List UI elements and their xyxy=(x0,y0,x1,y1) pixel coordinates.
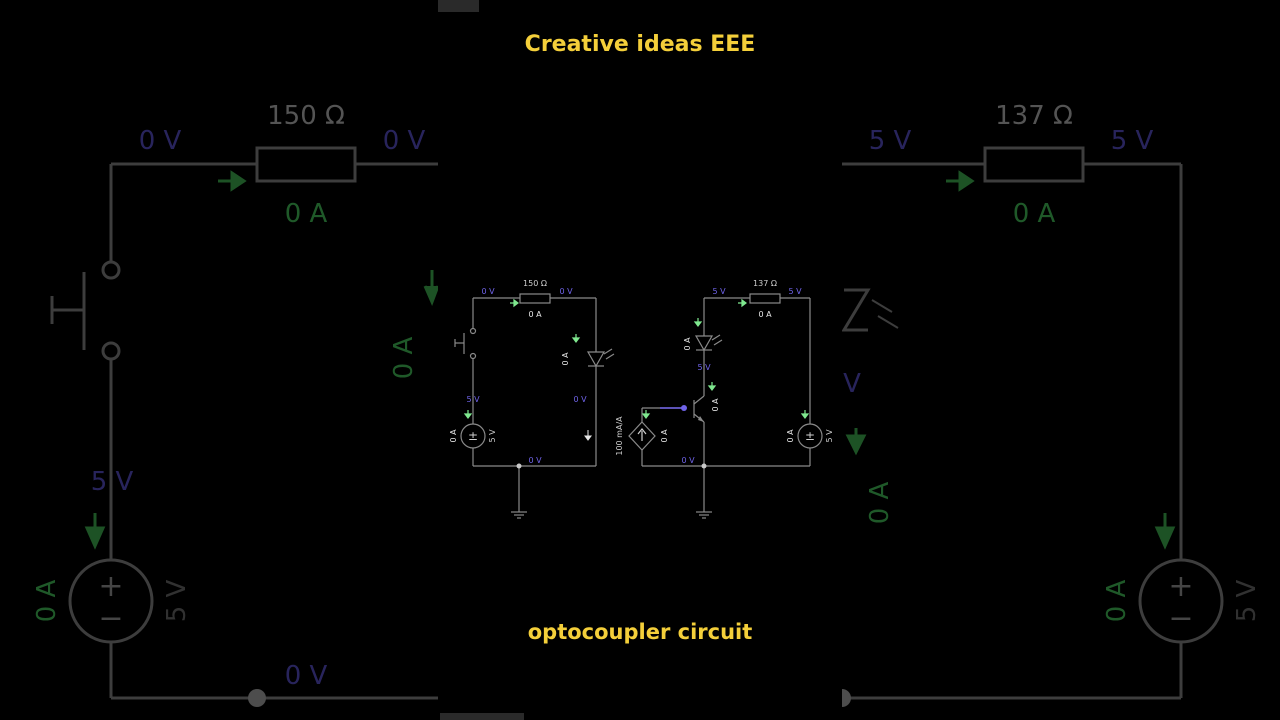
bg-current-arrow xyxy=(218,170,247,192)
source-voltage-label: 5 V xyxy=(825,429,834,443)
bg-current-label: 0 A xyxy=(1013,199,1056,229)
plus-minus-icon: ± xyxy=(468,429,478,443)
background-right-circuit: + − 137 Ω 0 A 5 V 5 V V 0 A 0 A 5 V xyxy=(842,101,1262,707)
node-voltage-label: 0 V xyxy=(573,395,587,404)
background-zoom-right: + − 137 Ω 0 A 5 V 5 V V 0 A 0 A 5 V xyxy=(842,0,1280,720)
plus-minus-icon: ± xyxy=(805,429,815,443)
led-current-label: 0 A xyxy=(561,352,570,366)
top-handle[interactable] xyxy=(438,0,479,12)
led-right-rays xyxy=(711,334,723,346)
node-voltage-label: 0 V xyxy=(481,287,495,296)
bg-voltage-label: 0 V xyxy=(285,661,328,691)
video-title: Creative ideas EEE xyxy=(524,32,756,57)
bg-resistor xyxy=(255,146,357,183)
bg-resistor-label: 150 Ω xyxy=(267,101,345,131)
bg-voltage-label: 5 V xyxy=(869,126,912,156)
background-left-circuit: + − 150 Ω 0 A 0 V 0 V 5 V 0 V 0 A 5 V 0 … xyxy=(32,101,438,707)
switch-terminal-bottom[interactable] xyxy=(469,352,477,360)
bg-plus-sign: + xyxy=(98,569,123,604)
bg-node xyxy=(248,689,266,707)
bg-voltage-label: 5 V xyxy=(91,467,134,497)
optical-link-node xyxy=(681,405,687,411)
current-source-gain-label: 100 mA/A xyxy=(615,416,624,456)
background-zoom-left: + − 150 Ω 0 A 0 V 0 V 5 V 0 V 0 A 5 V 0 … xyxy=(0,0,438,720)
resistor-150[interactable] xyxy=(519,293,551,304)
junction-node xyxy=(516,463,522,469)
current-arrow xyxy=(800,410,810,419)
transistor-current-label: 0 A xyxy=(711,398,720,412)
current-arrow xyxy=(463,410,473,419)
current-source-current-label: 0 A xyxy=(660,429,669,443)
led-right[interactable] xyxy=(694,335,714,352)
node-voltage-label: 5 V xyxy=(697,363,711,372)
bg-voltage-label: 0 V xyxy=(383,126,426,156)
bg-switch-terminal xyxy=(101,341,121,361)
bg-led-symbol xyxy=(842,288,871,332)
node-voltage-label: 5 V xyxy=(712,287,726,296)
resistor-current-label: 0 A xyxy=(758,310,772,319)
current-arrow xyxy=(641,410,651,419)
bg-source-voltage: 5 V xyxy=(162,579,192,622)
bg-resistor xyxy=(983,146,1085,183)
bg-edge-current: 0 A xyxy=(389,336,419,379)
node-voltage-label: 0 V xyxy=(559,287,573,296)
bg-current-label: 0 A xyxy=(285,199,328,229)
bottom-handle[interactable] xyxy=(440,713,524,720)
current-arrow xyxy=(707,382,717,391)
current-arrow xyxy=(510,298,519,308)
led-current-label: 0 A xyxy=(683,337,692,351)
bg-node xyxy=(842,689,851,707)
bg-current-arrow xyxy=(423,270,438,306)
switch-terminal-top[interactable] xyxy=(469,327,477,335)
current-arrow xyxy=(571,334,581,343)
bg-led-rays xyxy=(871,299,899,329)
bg-source-current: 0 A xyxy=(1102,579,1132,622)
source-voltage-label: 5 V xyxy=(488,429,497,443)
source-current-label: 0 A xyxy=(786,429,795,443)
bg-current-arrow xyxy=(845,428,867,456)
bg-current-arrow xyxy=(946,170,975,192)
node-voltage-label: 0 V xyxy=(681,456,695,465)
current-arrow xyxy=(693,318,703,327)
node-voltage-label: 5 V xyxy=(788,287,802,296)
node-voltage-label: 5 V xyxy=(466,395,480,404)
bg-source-voltage: 5 V xyxy=(1232,579,1262,622)
phototransistor-collector[interactable] xyxy=(693,395,705,405)
video-subtitle: optocoupler circuit xyxy=(527,620,753,644)
bg-voltage-label: 5 V xyxy=(1111,126,1154,156)
node-voltage-label: 0 V xyxy=(528,456,542,465)
led-left[interactable] xyxy=(586,351,606,368)
resistor-value-label: 150 Ω xyxy=(523,279,547,288)
optocoupler-schematic: ± 150 Ω 0 A 0 V 0 V 5 V 0 V 0 V 0 A 5 V … xyxy=(449,279,834,519)
up-arrow-icon xyxy=(637,428,647,441)
bg-edge-current: 0 A xyxy=(865,481,895,524)
bg-plus-sign: + xyxy=(1168,569,1193,604)
bg-resistor-label: 137 Ω xyxy=(995,101,1073,131)
bg-current-arrow xyxy=(84,513,106,550)
bg-current-arrow xyxy=(1154,513,1176,550)
bg-switch-terminal xyxy=(101,260,121,280)
circuit-canvas: Creative ideas EEE optocoupler circuit xyxy=(438,0,842,720)
bg-voltage-label: V xyxy=(843,369,861,399)
junction-node xyxy=(701,463,707,469)
bg-source-current: 0 A xyxy=(32,579,62,622)
led-left-rays xyxy=(603,348,615,360)
current-arrow xyxy=(584,430,592,441)
bg-minus-sign: − xyxy=(1168,601,1193,636)
resistor-value-label: 137 Ω xyxy=(753,279,777,288)
bg-minus-sign: − xyxy=(98,601,123,636)
emitter-arrow-icon xyxy=(698,416,704,422)
bg-voltage-label: 0 V xyxy=(139,126,182,156)
current-arrow xyxy=(738,298,747,308)
resistor-137[interactable] xyxy=(749,293,781,304)
resistor-current-label: 0 A xyxy=(528,310,542,319)
source-current-label: 0 A xyxy=(449,429,458,443)
